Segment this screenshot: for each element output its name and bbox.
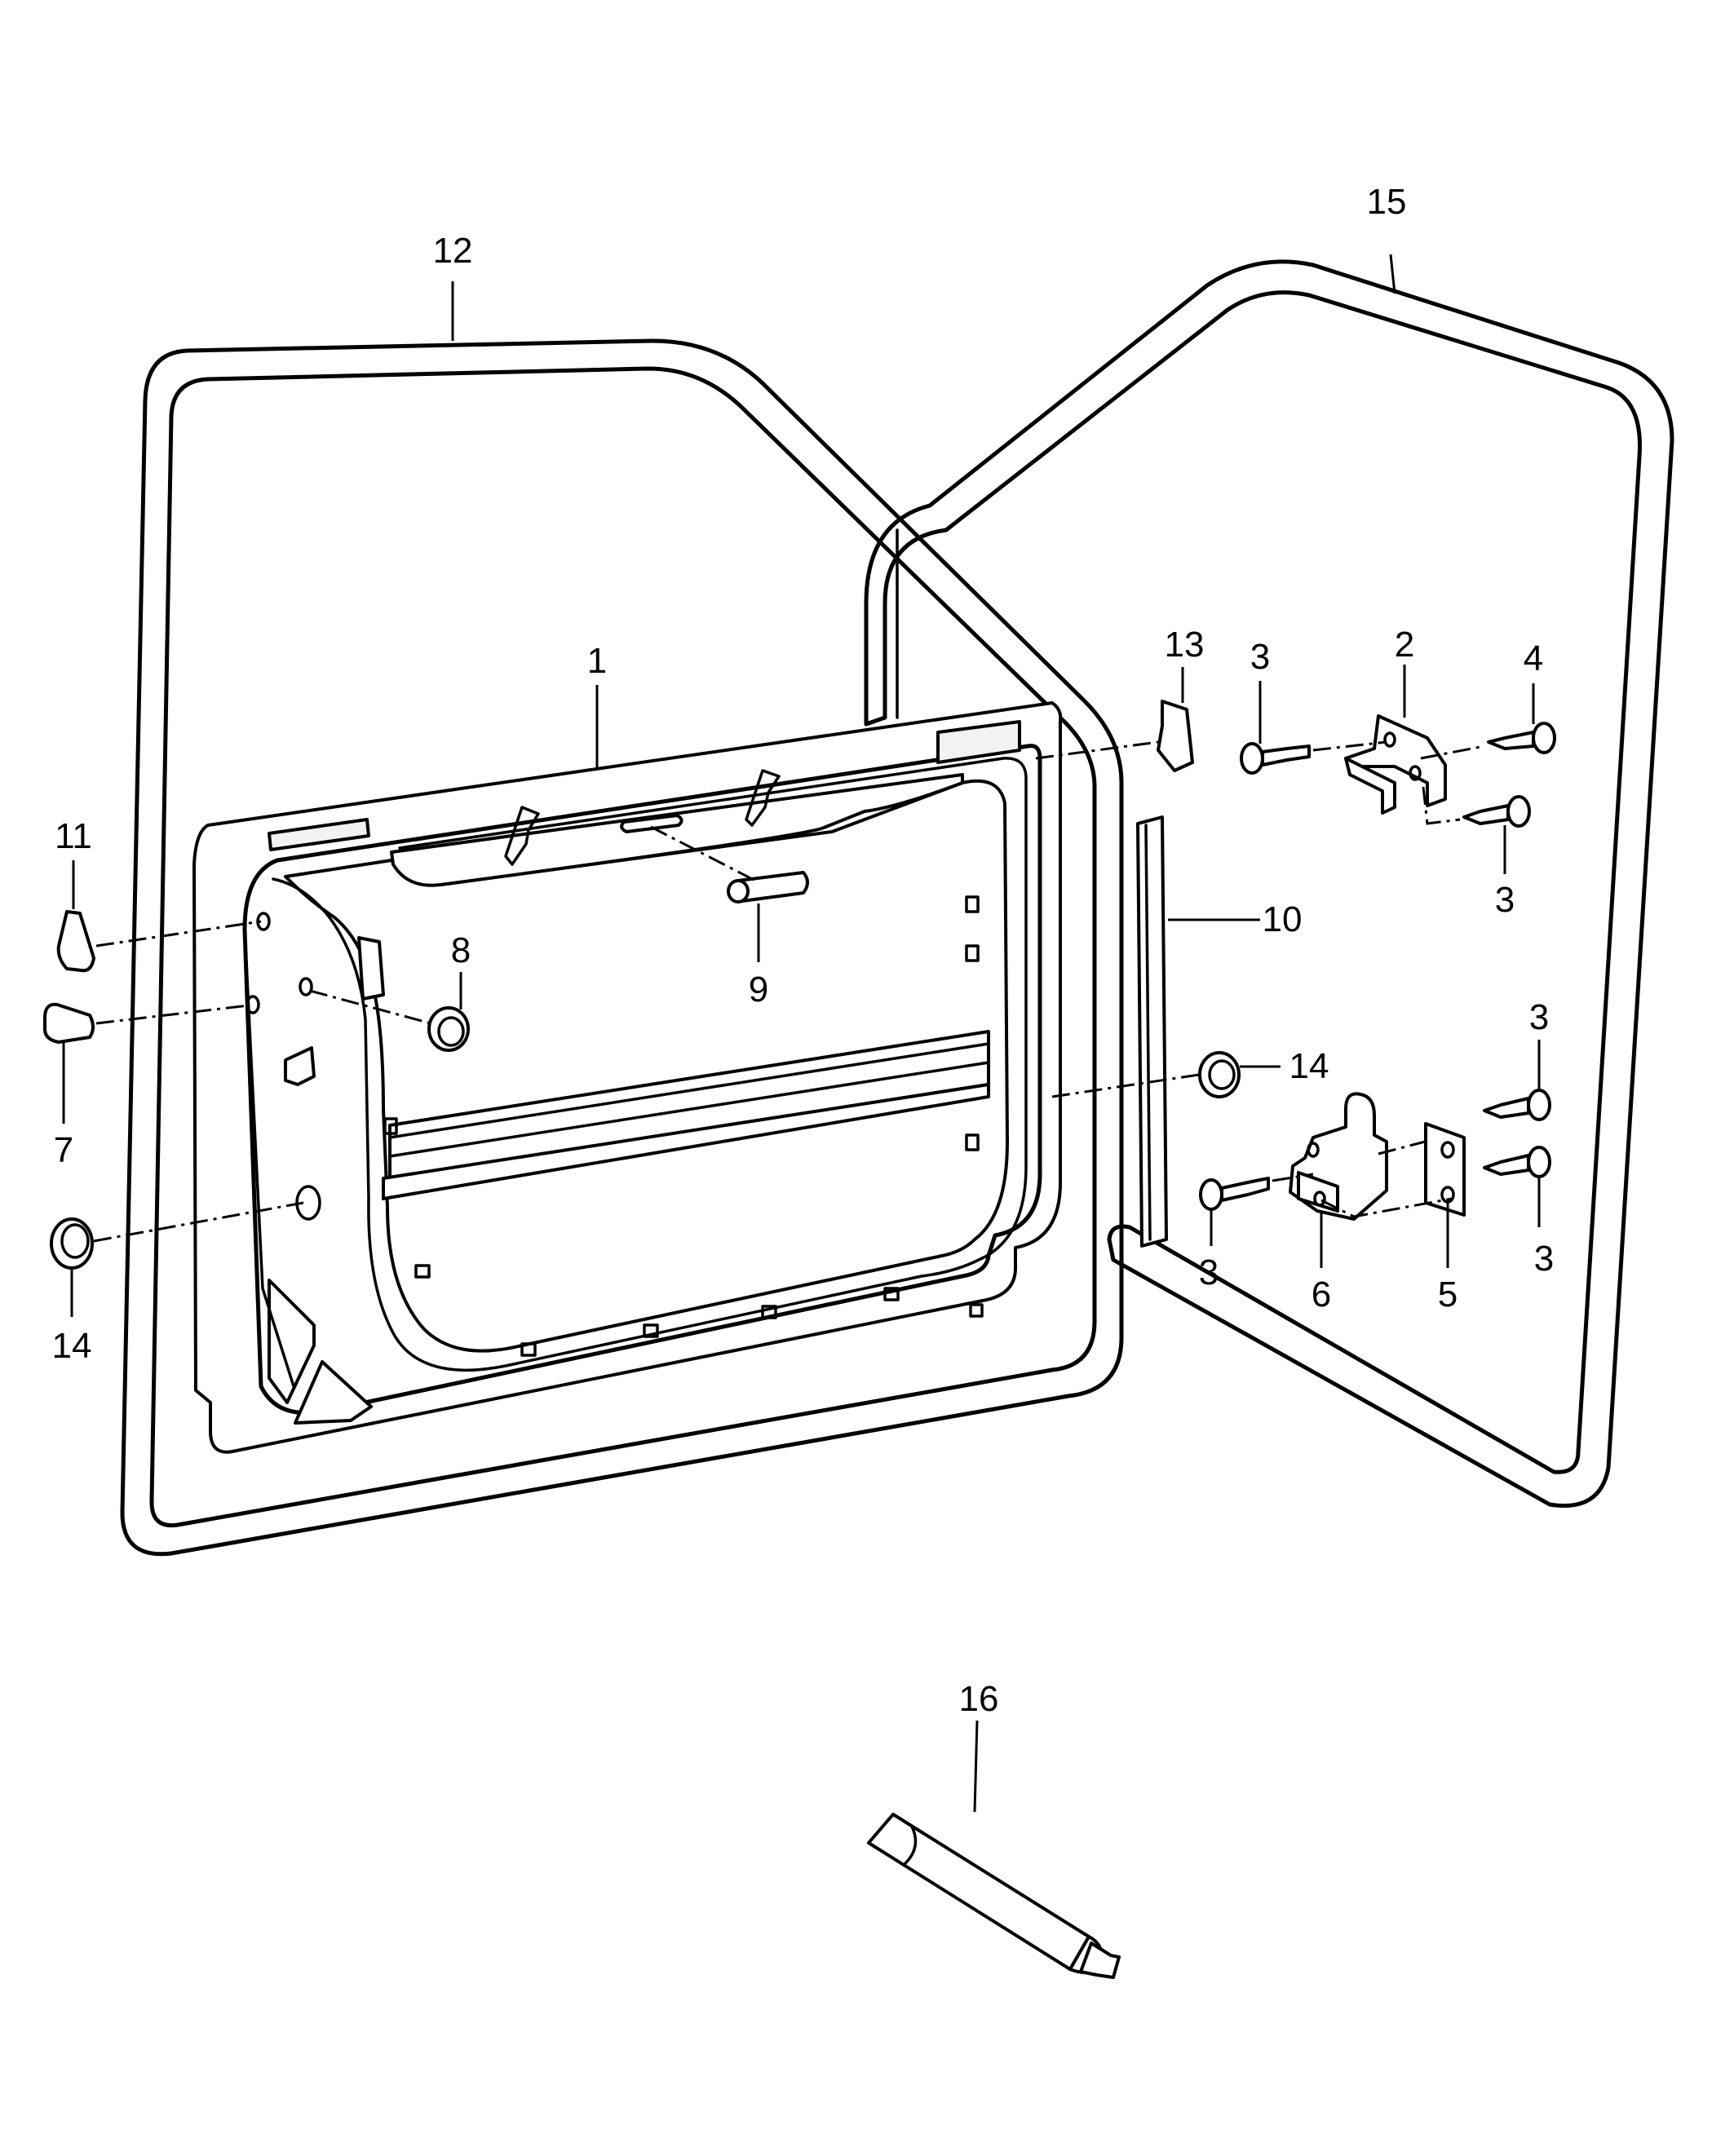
callout-6: 6 — [1312, 1275, 1331, 1314]
callout-14-left: 14 — [52, 1326, 92, 1366]
bolt-3-lower-right-a — [1483, 1089, 1551, 1121]
door-seal-strip — [1136, 815, 1168, 1248]
plug-14-right — [1198, 1051, 1241, 1098]
callout-10: 10 — [1263, 899, 1303, 939]
callout-3-upper-left: 3 — [1250, 637, 1270, 677]
callout-11: 11 — [55, 816, 92, 856]
bracket-clip — [1157, 700, 1194, 772]
callout-3-upper-right: 3 — [1495, 880, 1515, 920]
bolt-3-lower-right-b — [1483, 1146, 1551, 1178]
plug-14-left — [50, 1217, 94, 1270]
bolt-3-upper-left — [1240, 742, 1311, 775]
callout-7: 7 — [54, 1130, 73, 1170]
callout-4: 4 — [1524, 638, 1543, 678]
callout-9: 9 — [749, 970, 768, 1010]
trim-clip-11 — [56, 910, 95, 973]
callout-2: 2 — [1395, 625, 1414, 665]
callout-15: 15 — [1367, 182, 1407, 222]
callout-3-lower-right-top: 3 — [1529, 997, 1549, 1037]
callout-8: 8 — [451, 930, 471, 970]
bolt-4 — [1487, 722, 1556, 754]
callout-12: 12 — [433, 231, 473, 271]
callout-16: 16 — [959, 1679, 999, 1719]
door-inner-panel — [192, 701, 1063, 1454]
bolt-3-upper-right — [1462, 795, 1531, 828]
grease-tube — [867, 1813, 1121, 1979]
door-frame-seal-outer — [120, 338, 1124, 1557]
callout-3-lower-right-bottom: 3 — [1534, 1239, 1554, 1279]
plug-7 — [43, 1002, 95, 1044]
callout-5: 5 — [1438, 1275, 1458, 1314]
callout-13: 13 — [1165, 625, 1205, 665]
bolt-3-lower-left — [1199, 1177, 1270, 1211]
lower-door-hinge — [1289, 1092, 1466, 1221]
callout-1: 1 — [587, 641, 607, 681]
callout-3-lower-left: 3 — [1199, 1253, 1219, 1292]
door-glass-seal — [864, 259, 1674, 1508]
callout-14-right: 14 — [1289, 1046, 1329, 1086]
pin-9 — [727, 871, 809, 903]
plug-8 — [427, 1006, 470, 1052]
upper-door-hinge — [1344, 714, 1447, 815]
